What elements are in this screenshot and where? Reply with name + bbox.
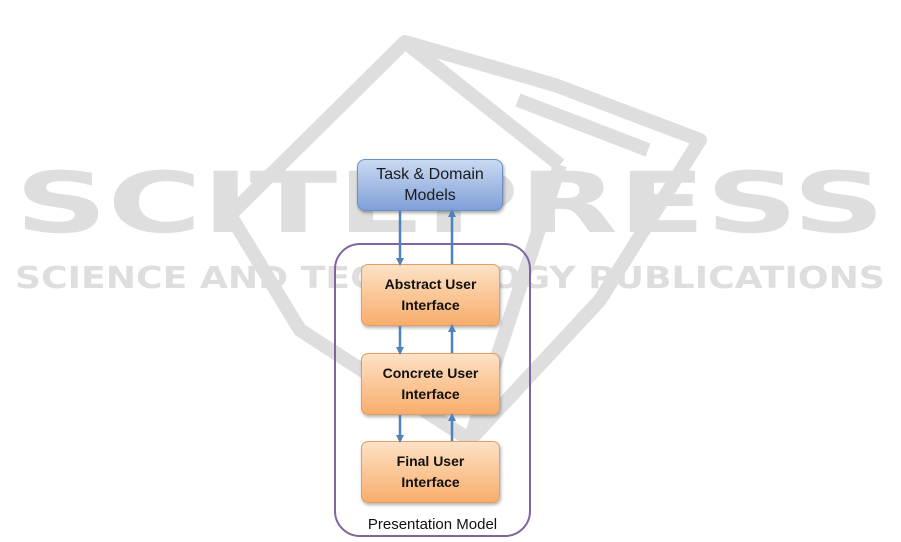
abstract-user-interface-label: Abstract User Interface [385, 274, 477, 316]
final-user-interface-label: Final User Interface [397, 451, 465, 493]
abstract-user-interface-box: Abstract User Interface [361, 264, 500, 326]
concrete-user-interface-label: Concrete User Interface [383, 363, 479, 405]
concrete-user-interface-box: Concrete User Interface [361, 353, 500, 415]
task-domain-models-box: Task & Domain Models [357, 159, 503, 211]
task-domain-models-label: Task & Domain Models [376, 164, 484, 206]
final-user-interface-box: Final User Interface [361, 441, 500, 503]
presentation-model-label: Presentation Model [336, 516, 529, 533]
